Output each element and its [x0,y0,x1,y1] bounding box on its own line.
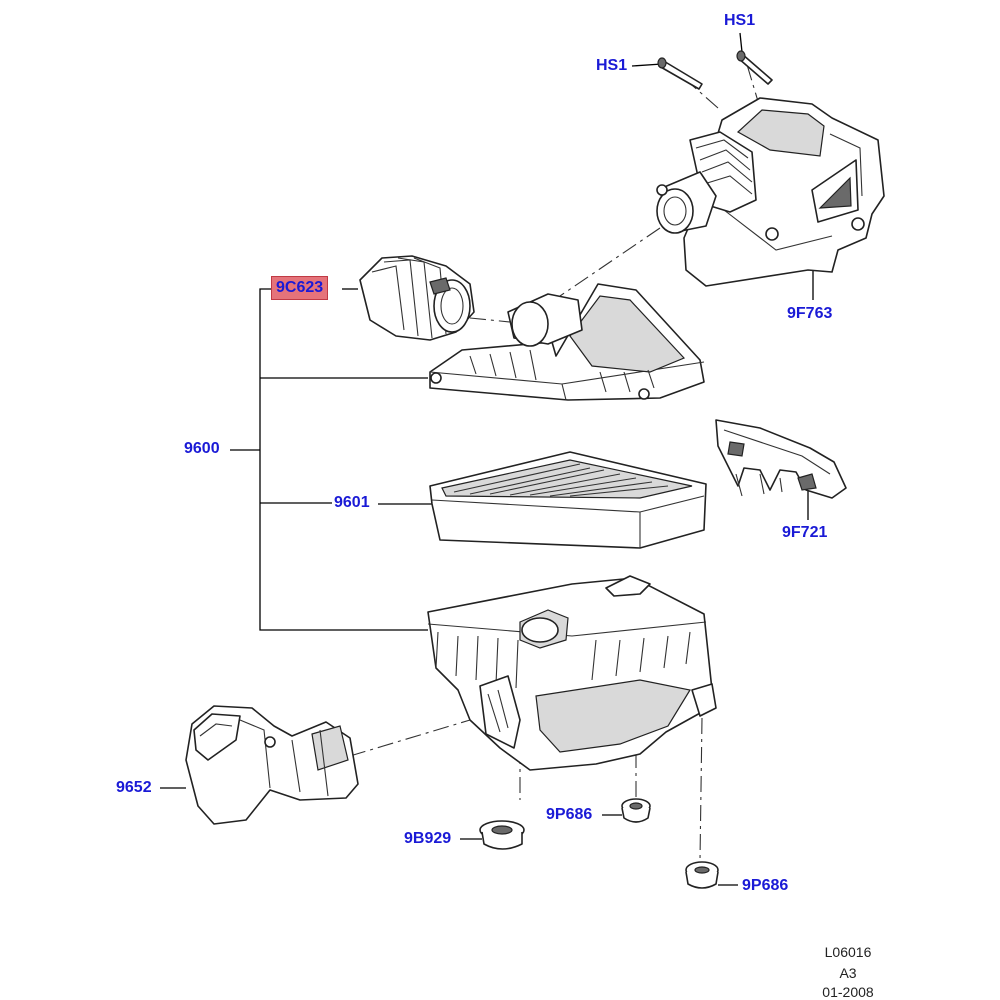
part-9f763-resonator [656,97,885,287]
callout-9p686-b[interactable]: 9P686 [742,877,789,894]
part-9p686-grommet-b [685,861,719,889]
callout-9b929[interactable]: 9B929 [404,830,452,847]
callout-9f721[interactable]: 9F721 [782,524,828,541]
bolt-hs1-top [736,50,773,85]
callout-9600[interactable]: 9600 [184,440,220,457]
leader-lines [160,32,814,886]
part-9600-cover [429,283,705,401]
callout-9c623[interactable]: 9C623 [270,276,329,300]
part-9601-filter [429,451,707,549]
diagram-code: L06016 [824,944,872,960]
part-9b929-grommet [479,820,525,850]
callout-9652[interactable]: 9652 [116,779,152,796]
diagram-date: 01-2008 [822,984,874,1000]
callout-hs1-left[interactable]: HS1 [596,57,628,74]
callout-9p686-a[interactable]: 9P686 [546,806,593,823]
bolt-hs1-left [657,57,703,90]
diagram-sheet: A3 [839,965,857,981]
part-9600-housing [427,575,717,771]
part-9p686-grommet-a [621,798,651,823]
part-9f721-bracket [715,419,847,499]
callout-hs1-top[interactable]: HS1 [724,12,756,29]
callout-9601[interactable]: 9601 [334,494,370,511]
callout-9f763[interactable]: 9F763 [787,305,833,322]
part-9c623-hose [359,255,475,341]
part-9652-duct [185,705,359,825]
